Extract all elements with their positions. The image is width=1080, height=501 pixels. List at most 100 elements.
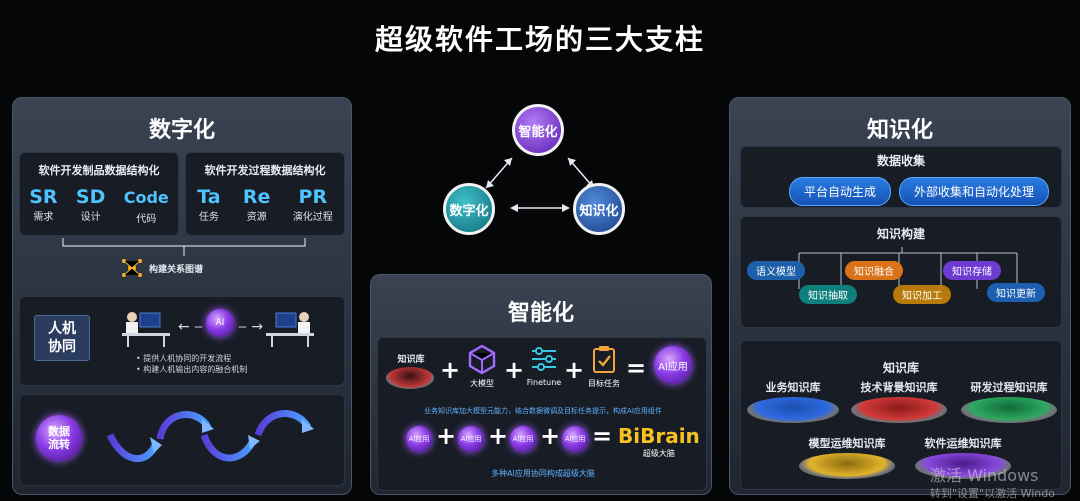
intelligence-title: 智能化 (507, 301, 574, 326)
sliders-icon (532, 347, 556, 371)
library-item-model-ops: 模型运维知识库 (797, 435, 897, 479)
plus-sign-6: + (540, 422, 561, 450)
collab-bullet-1: • 提供人机协同的开发流程 (136, 354, 232, 363)
disk-software-ops-icon (915, 453, 1011, 479)
activation-watermark-title: 激活 Windows (930, 466, 1039, 485)
ai-orb-4: AI应用 (562, 426, 588, 452)
node-knowledge: 知识化 (573, 183, 625, 235)
equals-sign-2: = (592, 422, 613, 450)
node-digital-label: 数字化 (449, 203, 489, 219)
data-collect-box: 数据收集 平台自动生成 外部收集和自动化处理 (740, 146, 1062, 208)
knowledge-panel: 知识化 数据收集 平台自动生成 外部收集和自动化处理 知识构建 语义模型 知识融… (729, 97, 1071, 495)
disk-rnd-icon (961, 397, 1057, 423)
tag-knowledge-fusion: 知识融合 (845, 261, 903, 280)
model-item: 大模型 (462, 344, 502, 389)
task-label: 目标任务 (588, 379, 620, 388)
ai-formula-box: 知识库 + 大模型 + Finetune + (377, 337, 707, 491)
flow-box: 数据流转 (19, 394, 345, 486)
wave-arrows-icon (106, 410, 314, 463)
library-item-rnd: 研发过程知识库 (959, 379, 1059, 423)
pill-external-collect: 外部收集和自动化处理 (899, 177, 1050, 206)
tag-knowledge-storage: 知识存储 (943, 261, 1001, 280)
human-desk-icon (122, 312, 170, 347)
node-intelligence-label: 智能化 (518, 124, 558, 140)
flow-orb: 数据流转 (36, 415, 82, 461)
disk-tech-icon (851, 397, 947, 423)
library-label-tech: 技术背景知识库 (860, 381, 938, 394)
bibrain-subtitle: 超级大脑 (642, 449, 675, 458)
tag-knowledge-process: 知识加工 (893, 285, 951, 304)
formula-note-2: 多种AI应用协同构成超级大脑 (491, 469, 595, 478)
plus-sign-4: + (436, 422, 457, 450)
intelligence-panel: 智能化 知识库 + 大模型 + Finetune + (370, 274, 712, 495)
collab-bullet-2: • 构建人机输出内容的融合机制 (136, 365, 248, 374)
knowledge-library-box: 知识库 业务知识库 技术背景知识库 研发过程知识库 模型运维知识库 软件运维知识… (740, 340, 1062, 490)
knowledge-build-box: 知识构建 语义模型 知识融合 知识存储 知识抽取 知识加工 知识更新 (740, 216, 1062, 328)
task-item: 目标任务 (584, 344, 624, 389)
kb-label: 知识库 (397, 355, 425, 365)
tag-knowledge-extract: 知识抽取 (799, 285, 857, 304)
ai-app-orb: AI应用 (654, 346, 692, 384)
collab-label-box: 人机协同 (34, 315, 90, 361)
graph-label: 构建关系图谱 (149, 264, 204, 275)
library-item-business: 业务知识库 (745, 379, 841, 423)
build-title: 知识构建 (876, 227, 925, 241)
flow-label: 数据流转 (48, 425, 70, 451)
robot-desk-icon (266, 312, 314, 347)
activation-watermark-hint: 转到"设置"以激活 Windo (930, 487, 1055, 500)
arrow-left-icon: ← ‒ (178, 319, 204, 335)
ai-orb-3: AI应用 (510, 426, 536, 452)
collab-bullets: • 提供人机协同的开发流程 • 构建人机输出内容的融合机制 (136, 353, 247, 375)
tag-semantic-model: 语义模型 (747, 261, 805, 280)
library-item-software-ops: 软件运维知识库 (913, 435, 1013, 479)
node-intelligence: 智能化 (512, 104, 564, 156)
model-label: 大模型 (470, 379, 494, 388)
cube-icon (468, 344, 496, 375)
process-box-title: 软件开发过程数据结构化 (204, 164, 326, 177)
arrow-right-icon: ‒ → (238, 319, 264, 335)
plus-sign-1: + (440, 356, 461, 384)
ai-orb: AI (206, 309, 234, 337)
clipboard-check-icon (593, 346, 615, 373)
product-box-title: 软件开发制品数据结构化 (38, 164, 160, 177)
graph-row: 构建关系图谱 (121, 258, 203, 278)
triangle-arrows (485, 157, 595, 212)
ai-orb-1: AI应用 (406, 426, 432, 452)
knowledge-title: 知识化 (866, 118, 933, 143)
node-knowledge-label: 知识化 (579, 203, 619, 219)
formula-note-1: 业务知识库加大模型元能力，结合数据微调及目标任务提示，构成AI应用组件 (424, 407, 662, 415)
library-label-rnd: 研发过程知识库 (970, 381, 1048, 394)
collab-box: 人机协同 ← ‒ AI ‒ → • 提供人机协同的开发流程 • 构建人机输出内容… (19, 296, 345, 386)
digitalization-title: 数字化 (148, 118, 215, 143)
page-title: 超级软件工场的三大支柱 (374, 23, 705, 56)
finetune-label: Finetune (526, 378, 562, 387)
node-digital: 数字化 (443, 183, 495, 235)
library-title: 知识库 (882, 361, 919, 375)
equals-sign-1: = (626, 354, 647, 382)
tag-knowledge-update: 知识更新 (987, 283, 1045, 302)
library-label-model-ops: 模型运维知识库 (808, 437, 886, 450)
plus-sign-5: + (488, 422, 509, 450)
library-item-tech: 技术背景知识库 (849, 379, 949, 423)
bibrain-title: BiBrain (618, 424, 700, 448)
library-label-software-ops: 软件运维知识库 (924, 437, 1002, 450)
kb-item: 知识库 (386, 352, 436, 389)
bibrain-brand: BiBrain 超级大脑 (618, 424, 700, 459)
kb-disk-icon (386, 367, 434, 389)
plus-sign-3: + (564, 356, 585, 384)
finetune-item: Finetune (524, 344, 564, 387)
ai-orb-2: AI应用 (458, 426, 484, 452)
bracket-connector (62, 238, 306, 256)
pill-platform-auto: 平台自动生成 (789, 177, 892, 206)
library-label-business: 业务知识库 (765, 381, 821, 394)
collab-label: 人机协同 (48, 321, 76, 355)
